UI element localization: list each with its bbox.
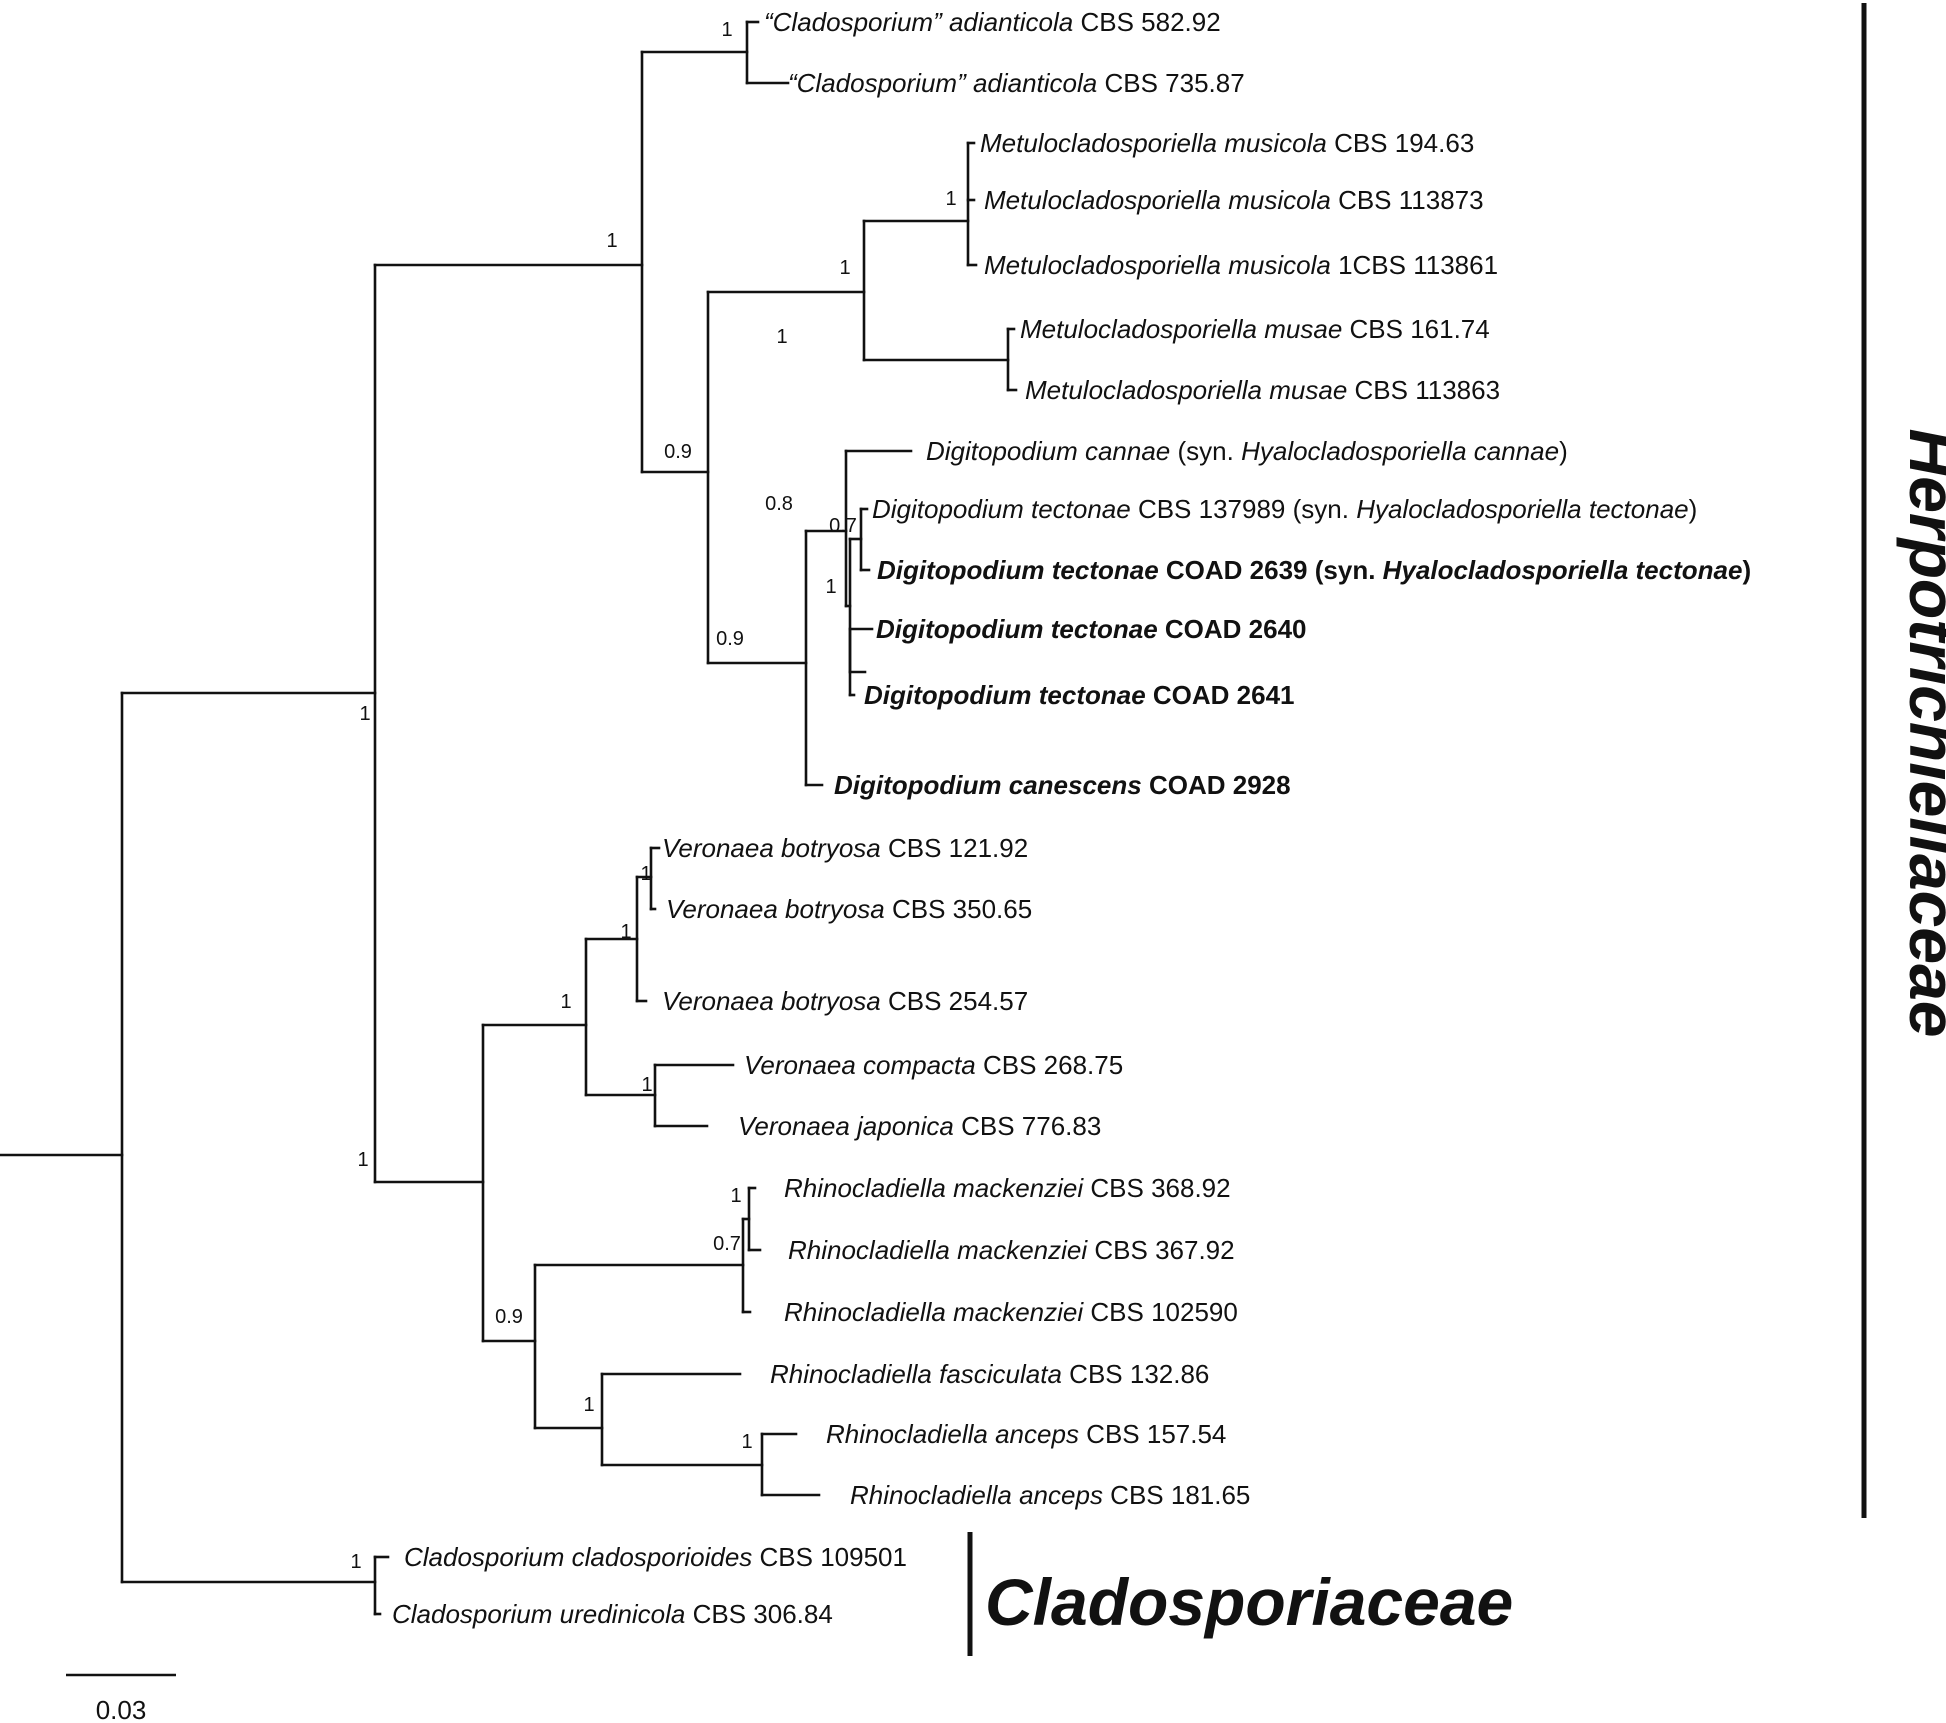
tip-label: Veronaea compacta CBS 268.75 xyxy=(744,1050,1123,1080)
scale-bar-label: 0.03 xyxy=(96,1695,147,1723)
tip-label: Veronaea botryosa CBS 350.65 xyxy=(666,894,1032,924)
support-value: 1 xyxy=(776,326,787,348)
support-value: 1 xyxy=(741,1431,752,1453)
support-value: 1 xyxy=(606,230,617,252)
tip-label: Metulocladosporiella musicola CBS 113873 xyxy=(984,185,1484,215)
tip-label: Digitopodium tectonae COAD 2639 (syn. Hy… xyxy=(877,555,1751,585)
tip-label: Rhinocladiella anceps CBS 157.54 xyxy=(826,1419,1226,1449)
tip-label: Rhinocladiella mackenziei CBS 102590 xyxy=(784,1297,1238,1327)
tip-label: Cladosporium uredinicola CBS 306.84 xyxy=(392,1599,833,1629)
tip-label: “Cladosporium” adianticola CBS 582.92 xyxy=(764,7,1221,37)
tip-label: Digitopodium tectonae COAD 2640 xyxy=(876,614,1307,644)
tip-label: Veronaea botryosa CBS 254.57 xyxy=(662,986,1028,1016)
support-value: 1 xyxy=(620,921,631,943)
tip-label: Cladosporium cladosporioides CBS 109501 xyxy=(404,1542,907,1572)
cladosporiaceae-label: Cladosporiaceae xyxy=(985,1565,1513,1639)
support-value: 1 xyxy=(825,576,836,598)
support-value: 1 xyxy=(641,1074,652,1096)
tip-label: “Cladosporium” adianticola CBS 735.87 xyxy=(788,68,1245,98)
tip-label: Veronaea botryosa CBS 121.92 xyxy=(662,833,1028,863)
support-value: 1 xyxy=(560,991,571,1013)
support-value: 1 xyxy=(721,19,732,41)
tip-label: Metulocladosporiella musae CBS 161.74 xyxy=(1020,314,1490,344)
support-value: 0.9 xyxy=(664,441,692,463)
support-value: 0.9 xyxy=(495,1306,523,1328)
tip-label: Rhinocladiella anceps CBS 181.65 xyxy=(850,1480,1250,1510)
tip-label: Metulocladosporiella musicola CBS 194.63 xyxy=(980,128,1474,158)
support-value: 0.7 xyxy=(829,515,857,537)
support-value: 1 xyxy=(945,188,956,210)
support-value: 0.7 xyxy=(713,1233,741,1255)
support-value: 1 xyxy=(839,257,850,279)
tip-label: Digitopodium canescens COAD 2928 xyxy=(834,770,1291,800)
tip-labels: “Cladosporium” adianticola CBS 582.92 “Cl… xyxy=(392,7,1751,1629)
support-value: 0.8 xyxy=(765,493,793,515)
tip-label: Metulocladosporiella musicola 1CBS 11386… xyxy=(984,250,1498,280)
tip-label: Digitopodium cannae (syn. Hyalocladospor… xyxy=(926,436,1568,466)
tip-label: Metulocladosporiella musae CBS 113863 xyxy=(1025,375,1500,405)
support-value: 0.9 xyxy=(716,628,744,650)
herpotrichiellaceae-label: Herpotrichiellaceae xyxy=(1896,429,1946,1038)
tip-label: Rhinocladiella mackenziei CBS 367.92 xyxy=(788,1235,1235,1265)
support-value: 1 xyxy=(640,863,651,885)
tree-branches xyxy=(0,20,1018,1616)
tip-label: Digitopodium tectonae COAD 2641 xyxy=(864,680,1295,710)
support-value: 1 xyxy=(730,1185,741,1207)
tip-label: Rhinocladiella mackenziei CBS 368.92 xyxy=(784,1173,1231,1203)
tip-label: Digitopodium tectonae CBS 137989 (syn. H… xyxy=(872,494,1697,524)
support-value: 1 xyxy=(357,1149,368,1171)
support-value: 1 xyxy=(350,1551,361,1573)
support-value: 1 xyxy=(583,1394,594,1416)
tip-label: Rhinocladiella fasciculata CBS 132.86 xyxy=(770,1359,1209,1389)
tip-label: Veronaea japonica CBS 776.83 xyxy=(738,1111,1101,1141)
support-value: 1 xyxy=(359,703,370,725)
support-values: 1 1 1 1 1 0.9 0.9 0.8 0.7 1 1 1 1 1 1 0.9 0.7 1 1 1 1 1 xyxy=(350,19,956,1573)
